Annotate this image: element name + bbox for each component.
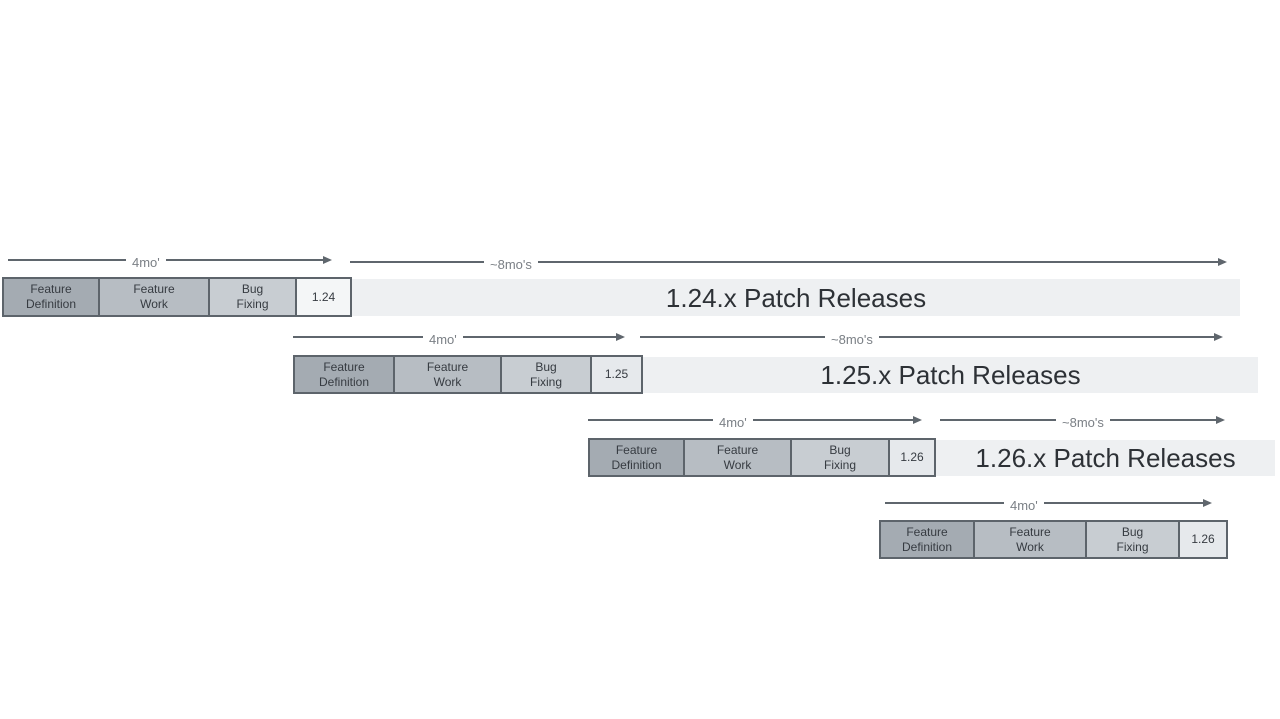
patch-releases-label: 1.26.x Patch Releases (975, 443, 1236, 473)
phase-label: Work (1016, 539, 1044, 554)
phase-label: Bug (829, 442, 851, 457)
phase-box-feature-work: Feature Work (683, 438, 792, 477)
patch-duration-label: ~8mo's (1056, 414, 1110, 432)
phase-label: Definition (901, 539, 953, 554)
phase-box-feature-definition: Feature Definition (293, 355, 395, 394)
phase-label: Feature (906, 524, 948, 539)
phase-box-bug-fixing: Bug Fixing (500, 355, 592, 394)
phase-label: Work (723, 457, 752, 472)
phase-label: Feature (323, 359, 365, 374)
phase-box-bug-fixing: Bug Fixing (790, 438, 890, 477)
phase-label: Feature (1009, 524, 1051, 539)
arrowhead-icon (323, 256, 332, 264)
arrowhead-icon (913, 416, 922, 424)
phase-box-feature-definition: Feature Definition (879, 520, 975, 559)
version-box: 1.26 (1178, 520, 1228, 559)
phase-box-feature-work: Feature Work (393, 355, 502, 394)
phase-label: Bug (535, 359, 557, 374)
phase-label: Work (433, 374, 462, 389)
phase-box-bug-fixing: Bug Fixing (208, 277, 297, 317)
version-label: 1.26 (1191, 532, 1215, 546)
version-box: 1.26 (888, 438, 936, 477)
patch-releases-label: 1.25.x Patch Releases (820, 360, 1081, 390)
phase-label: Feature (716, 442, 759, 457)
phase-label: Feature (133, 282, 175, 296)
patch-duration-label: ~8mo's (825, 331, 879, 349)
phase-label: Feature (615, 442, 658, 457)
phase-label: Definition (25, 297, 77, 311)
phase-label: Fixing (1116, 539, 1149, 554)
patch-duration-arrow: ~8mo's (640, 331, 1223, 349)
patch-duration-label: ~8mo's (484, 256, 538, 274)
phase-label: Feature (426, 359, 469, 374)
phase-label: Fixing (236, 297, 269, 311)
dev-duration-label: 4mo' (1004, 497, 1044, 515)
version-label: 1.26 (900, 450, 924, 464)
dev-duration-arrow: 4mo' (588, 414, 922, 432)
phase-label: Bug (241, 282, 264, 296)
dev-duration-label: 4mo' (423, 331, 463, 349)
dev-duration-arrow: 4mo' (885, 497, 1212, 515)
dev-duration-arrow: 4mo' (293, 331, 625, 349)
dev-duration-arrow: 4mo' (8, 254, 332, 272)
patch-releases-bar: 1.25.x Patch Releases (643, 357, 1258, 393)
version-label: 1.25 (604, 367, 629, 381)
phase-label: Feature (30, 282, 72, 296)
patch-releases-bar: 1.24.x Patch Releases (352, 279, 1240, 316)
arrowhead-icon (1203, 499, 1212, 507)
phase-box-feature-work: Feature Work (973, 520, 1087, 559)
arrowhead-icon (616, 333, 625, 341)
phase-box-feature-definition: Feature Definition (588, 438, 685, 477)
patch-releases-bar: 1.26.x Patch Releases (936, 440, 1275, 476)
phase-box-feature-work: Feature Work (98, 277, 210, 317)
phase-label: Bug (1121, 524, 1144, 539)
arrowhead-icon (1214, 333, 1223, 341)
phase-label: Fixing (529, 374, 562, 389)
phase-box-bug-fixing: Bug Fixing (1085, 520, 1180, 559)
phase-label: Work (140, 297, 168, 311)
phase-label: Fixing (823, 457, 856, 472)
arrowhead-icon (1218, 258, 1227, 266)
patch-duration-arrow: ~8mo's (940, 414, 1225, 432)
version-box: 1.24 (295, 277, 352, 317)
patch-duration-arrow: ~8mo's (350, 256, 1227, 274)
patch-releases-label: 1.24.x Patch Releases (665, 282, 927, 313)
arrowhead-icon (1216, 416, 1225, 424)
phase-box-feature-definition: Feature Definition (2, 277, 100, 317)
phase-label: Definition (611, 457, 662, 472)
version-label: 1.24 (311, 289, 336, 304)
dev-duration-label: 4mo' (713, 414, 753, 432)
dev-duration-label: 4mo' (126, 254, 166, 272)
version-box: 1.25 (590, 355, 643, 394)
phase-label: Definition (318, 374, 370, 389)
